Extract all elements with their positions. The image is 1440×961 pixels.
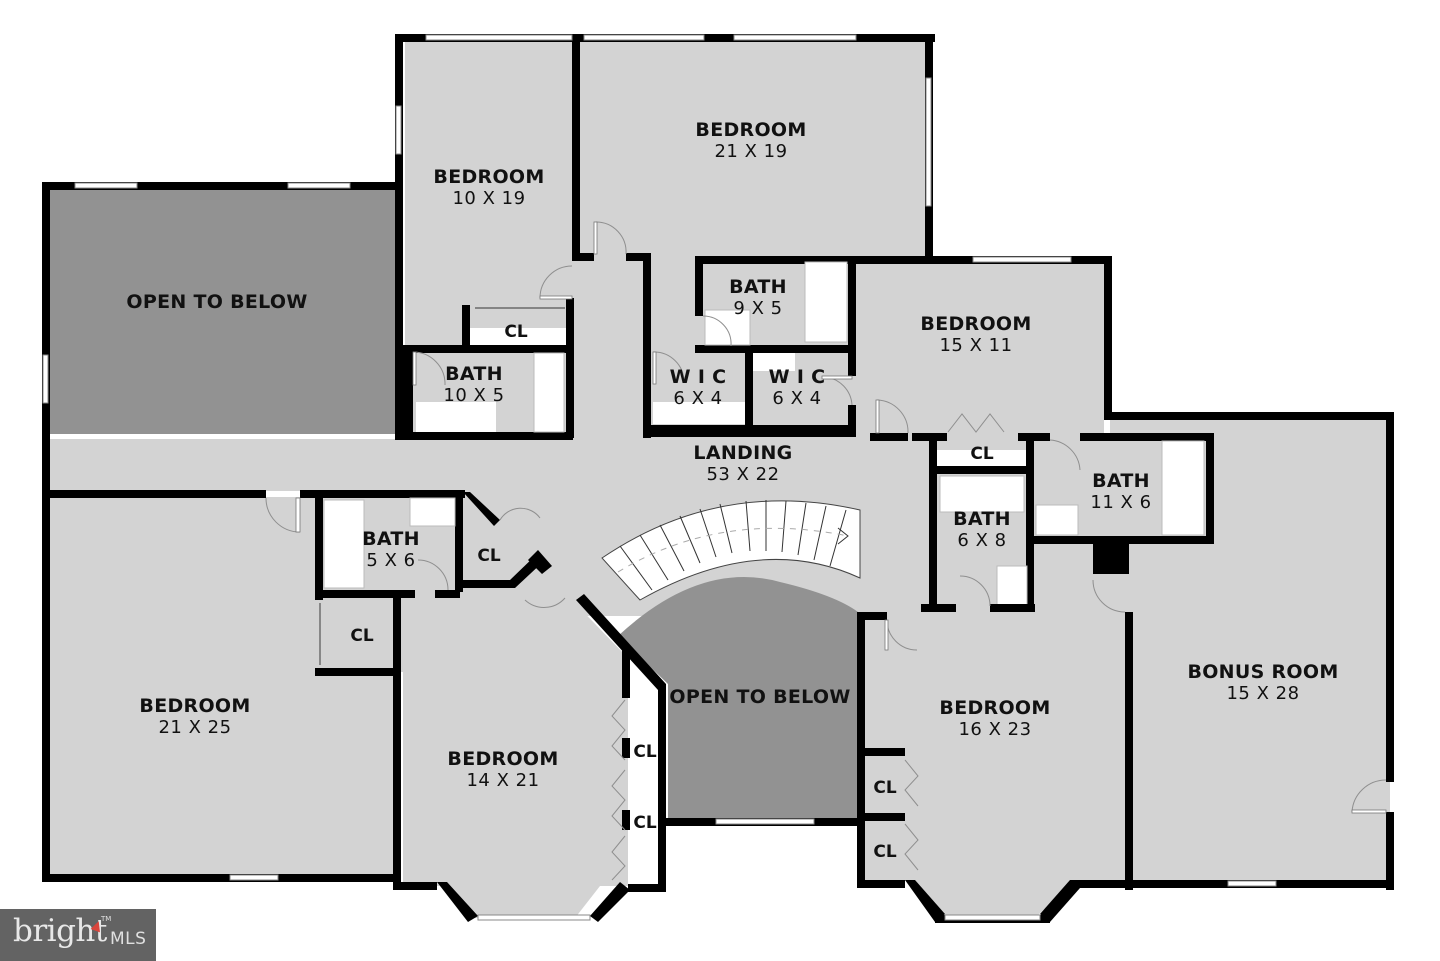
svg-text:16 X 23: 16 X 23 [958, 719, 1031, 740]
room-open-below-center: OPEN TO BELOW [669, 686, 850, 708]
room-bath-11x6: BATH 11 X 6 [1090, 470, 1151, 513]
trademark-mark: TM [101, 915, 112, 923]
doors [265, 221, 1387, 881]
svg-text:6 X 4: 6 X 4 [772, 388, 821, 409]
svg-text:5 X 6: 5 X 6 [366, 550, 415, 571]
closet-label: CL [970, 444, 993, 464]
closet-label: CL [873, 778, 896, 798]
svg-text:BEDROOM: BEDROOM [433, 166, 544, 188]
closet-labels: CL CL CL CL CL CL CL CL [350, 322, 993, 862]
svg-text:BEDROOM: BEDROOM [695, 119, 806, 141]
svg-text:10 X 19: 10 X 19 [452, 188, 525, 209]
room-open-below-left: OPEN TO BELOW [126, 291, 307, 313]
closet-label: CL [873, 842, 896, 862]
brand-wordmark: bright [13, 913, 107, 949]
room-bedroom-14x21: BEDROOM 14 X 21 [447, 748, 558, 791]
svg-text:BONUS ROOM: BONUS ROOM [1187, 661, 1338, 683]
svg-text:W I C: W I C [670, 366, 727, 388]
room-labels: OPEN TO BELOW BEDROOM 10 X 19 BEDROOM 21… [126, 119, 1338, 791]
room-bedroom-16x23: BEDROOM 16 X 23 [939, 697, 1050, 740]
closet-label: CL [504, 322, 527, 342]
room-bedroom-10x19: BEDROOM 10 X 19 [433, 166, 544, 209]
room-bedroom-21x19: BEDROOM 21 X 19 [695, 119, 806, 162]
svg-text:BATH: BATH [445, 363, 503, 385]
svg-text:BEDROOM: BEDROOM [447, 748, 558, 770]
svg-text:6 X 4: 6 X 4 [673, 388, 722, 409]
room-bedroom-15x11: BEDROOM 15 X 11 [920, 313, 1031, 356]
svg-text:15 X 11: 15 X 11 [939, 335, 1012, 356]
room-bath-6x8: BATH 6 X 8 [953, 508, 1011, 551]
svg-text:53 X 22: 53 X 22 [706, 464, 779, 485]
svg-text:BEDROOM: BEDROOM [920, 313, 1031, 335]
svg-text:15 X 28: 15 X 28 [1226, 683, 1299, 704]
closet-label: CL [350, 626, 373, 646]
room-bonus-room: BONUS ROOM 15 X 28 [1187, 661, 1338, 704]
svg-text:OPEN TO BELOW: OPEN TO BELOW [669, 686, 850, 708]
svg-text:6 X 8: 6 X 8 [957, 530, 1006, 551]
svg-text:21 X 25: 21 X 25 [158, 717, 231, 738]
open-to-below-center-area [618, 577, 858, 818]
bedroom-21x19-floor [580, 42, 926, 256]
svg-text:10 X 5: 10 X 5 [443, 385, 504, 406]
windows [42, 34, 1277, 921]
closet-label: CL [477, 546, 500, 566]
svg-text:11 X 6: 11 X 6 [1090, 492, 1151, 513]
room-wic-right: W I C 6 X 4 [769, 366, 826, 409]
curved-staircase [601, 500, 861, 601]
svg-text:BATH: BATH [953, 508, 1011, 530]
room-bath-5x6: BATH 5 X 6 [362, 528, 420, 571]
svg-text:9 X 5: 9 X 5 [733, 298, 782, 319]
svg-text:21 X 19: 21 X 19 [714, 141, 787, 162]
bright-mls-watermark: bright TM MLS [0, 909, 156, 961]
closet-label: CL [633, 813, 656, 833]
room-landing: LANDING 53 X 22 [693, 442, 792, 485]
brand-suffix: MLS [110, 929, 147, 949]
svg-text:14 X 21: 14 X 21 [466, 770, 539, 791]
room-wic-left: W I C 6 X 4 [670, 366, 727, 409]
svg-text:OPEN TO BELOW: OPEN TO BELOW [126, 291, 307, 313]
room-bath-9x5: BATH 9 X 5 [729, 276, 787, 319]
open-to-below-left-area [50, 190, 395, 435]
svg-text:LANDING: LANDING [693, 442, 792, 464]
closet-label: CL [633, 742, 656, 762]
room-bedroom-21x25: BEDROOM 21 X 25 [139, 695, 250, 738]
svg-text:BATH: BATH [729, 276, 787, 298]
svg-text:BATH: BATH [362, 528, 420, 550]
room-bath-10x5: BATH 10 X 5 [443, 363, 504, 406]
svg-text:BATH: BATH [1092, 470, 1150, 492]
svg-text:BEDROOM: BEDROOM [139, 695, 250, 717]
svg-text:W I C: W I C [769, 366, 826, 388]
svg-text:BEDROOM: BEDROOM [939, 697, 1050, 719]
